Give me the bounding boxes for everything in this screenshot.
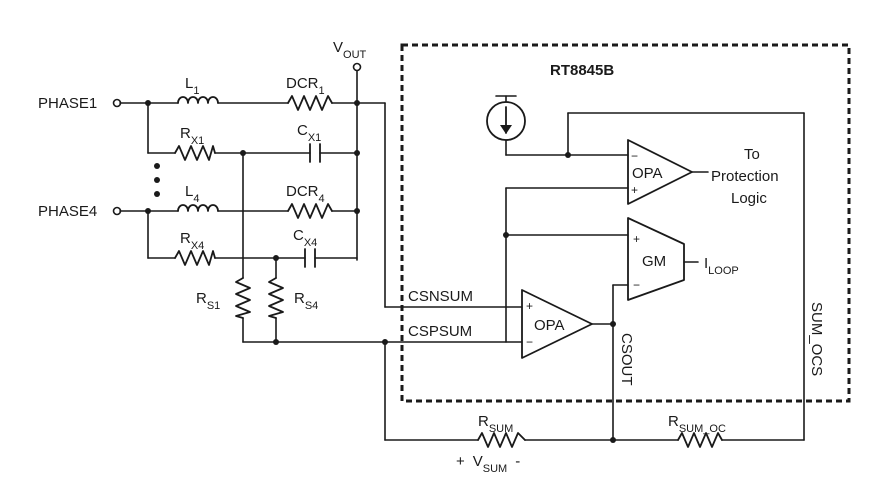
phase4-terminal	[112, 206, 122, 216]
vout-terminal	[352, 62, 362, 72]
current-source	[486, 95, 526, 141]
opa-bottom-minus: −	[526, 335, 533, 349]
gm-plus: +	[633, 232, 640, 246]
label-rx1: RX1	[180, 125, 204, 147]
resistor-rsum	[477, 432, 526, 448]
label-dcr4: DCR4	[286, 183, 325, 205]
label-phase1: PHASE1	[38, 95, 97, 112]
label-rs1: RS1	[196, 290, 220, 312]
capacitor-cx1	[309, 143, 321, 163]
gm-minus: −	[633, 278, 640, 292]
phase-ellipsis-dots	[154, 163, 160, 197]
resistor-dcr4	[287, 203, 333, 219]
label-cx4: CX4	[293, 227, 317, 249]
resistor-rsum-oc	[677, 432, 723, 448]
protection-line3: Logic	[731, 190, 767, 207]
resistor-rx4	[174, 250, 216, 266]
label-vout: VOUT	[333, 39, 367, 61]
label-phase4: PHASE4	[38, 203, 97, 220]
chip-name: RT8845B	[550, 62, 614, 79]
label-l1: L1	[185, 75, 199, 97]
protection-line2: Protection	[711, 168, 779, 185]
opa-top-label: OPA	[632, 165, 663, 182]
label-cspsum: CSPSUM	[408, 323, 472, 340]
label-rs4: RS4	[294, 290, 318, 312]
protection-line1: To	[744, 146, 760, 163]
opa-bottom	[521, 289, 593, 359]
label-cx1: CX1	[297, 122, 321, 144]
label-vsum: +VSUM-	[456, 453, 520, 475]
label-csout: CSOUT	[618, 333, 635, 386]
junction-dots	[145, 100, 616, 443]
inductor-l1	[177, 96, 219, 104]
label-rsum: RSUM	[478, 413, 513, 435]
opa-top-plus: +	[631, 183, 638, 197]
resistor-rs1	[235, 277, 251, 319]
label-csnsum: CSNSUM	[408, 288, 473, 305]
opa-top-minus: −	[631, 149, 638, 163]
gm-block	[627, 217, 685, 301]
label-dcr1: DCR1	[286, 75, 325, 97]
resistor-rx1	[174, 145, 216, 161]
label-iloop: ILOOP	[704, 255, 739, 277]
opa-top	[627, 139, 693, 205]
label-l4: L4	[185, 183, 199, 205]
resistor-rs4	[268, 277, 284, 319]
opa-bottom-plus: +	[526, 299, 533, 313]
label-rsum-oc: RSUM_OC	[668, 413, 726, 435]
phase1-terminal	[112, 98, 122, 108]
inductor-l4	[177, 204, 219, 212]
chip-boundary	[400, 43, 851, 403]
opa-bottom-label: OPA	[534, 317, 565, 334]
gm-label: GM	[642, 253, 666, 270]
label-rx4: RX4	[180, 230, 204, 252]
resistor-dcr1	[287, 95, 333, 111]
capacitor-cx4	[304, 248, 316, 268]
label-sum-ocs: SUM_OCS	[808, 302, 825, 376]
wires	[119, 70, 805, 441]
